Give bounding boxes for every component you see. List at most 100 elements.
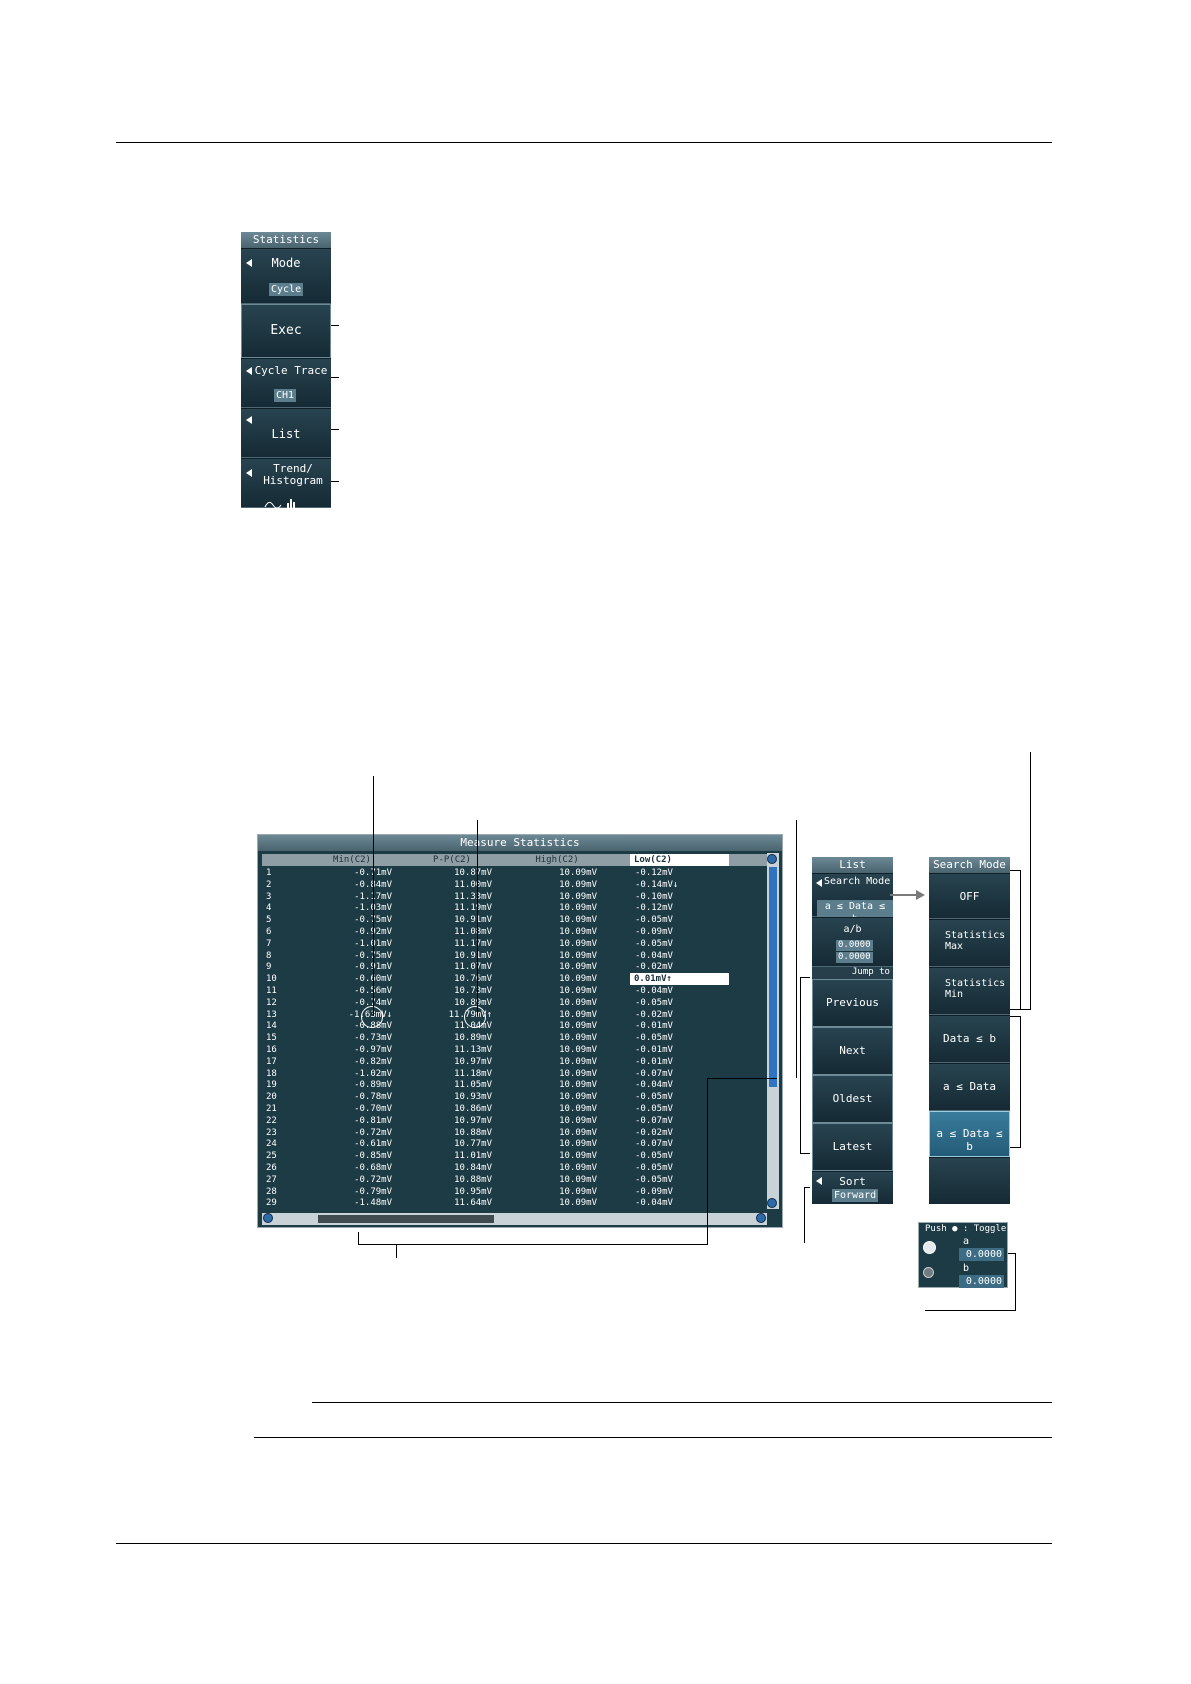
table-cell: -0.04mV <box>635 950 673 961</box>
bracket <box>1010 1009 1020 1010</box>
search-mode-data-le-b-button[interactable]: Data ≤ b <box>929 1015 1010 1063</box>
previous-label: Previous <box>826 996 879 1009</box>
table-cell: -0.10mV <box>635 891 673 902</box>
cycle-trace-button[interactable]: Cycle Trace CH1 <box>241 358 331 408</box>
table-cell: -0.68mV <box>354 1163 392 1173</box>
scroll-up-icon[interactable] <box>767 854 777 864</box>
column-header-selected[interactable]: Low(C2) <box>630 854 729 866</box>
table-cell: -0.12mV <box>635 868 673 878</box>
callout-line <box>925 1310 1016 1311</box>
callout-tick <box>331 481 339 482</box>
table-cell: -0.05mV <box>635 1151 673 1162</box>
row-index: 14 <box>266 1021 277 1032</box>
oldest-button[interactable]: Oldest <box>812 1075 893 1123</box>
radio-b-icon[interactable] <box>923 1267 934 1278</box>
table-cell: -1.03mV <box>312 902 392 914</box>
radio-a-icon[interactable] <box>923 1241 936 1254</box>
list-menu-title: List <box>812 857 893 873</box>
table-cell: -0.71mV <box>312 867 392 879</box>
mode-button[interactable]: Mode Cycle <box>241 248 331 304</box>
scroll-right-icon[interactable] <box>756 1213 766 1223</box>
search-mode-off-button[interactable]: OFF <box>929 873 1010 919</box>
table-cell: -0.04mV <box>635 986 673 996</box>
search-mode-stat-max-button[interactable]: Statistics Max <box>929 919 1010 967</box>
horizontal-scroll-thumb[interactable] <box>318 1215 494 1223</box>
table-cell: -0.72mV <box>354 1174 392 1185</box>
mode-label: Mode <box>271 256 301 270</box>
bracket <box>1010 1016 1020 1017</box>
search-mode-button[interactable]: Search Mode a ≤ Data ≤ b <box>812 873 893 926</box>
scroll-left-icon[interactable] <box>263 1213 273 1223</box>
callout-tick <box>331 429 339 430</box>
previous-button[interactable]: Previous <box>812 979 893 1027</box>
vertical-scroll-thumb[interactable] <box>769 867 777 1087</box>
table-cell: -0.05mV <box>635 1163 673 1173</box>
list-label: List <box>271 427 301 441</box>
search-mode-a-le-data-button[interactable]: a ≤ Data <box>929 1063 1010 1111</box>
bracket <box>800 977 810 978</box>
next-button[interactable]: Next <box>812 1027 893 1075</box>
ab-button[interactable]: a/b 0.0000 0.0000 <box>812 917 893 967</box>
table-cell: 10.86mV <box>454 1104 492 1114</box>
search-mode-stat-min-button[interactable]: Statistics Min <box>929 967 1010 1015</box>
vertical-scrollbar[interactable] <box>767 853 779 1209</box>
table-cell: 10.95mV <box>454 1186 492 1197</box>
search-mode-a-le-data-le-b-button[interactable]: a ≤ Data ≤ b <box>929 1111 1010 1157</box>
table-cell: -0.04mV <box>635 1198 673 1209</box>
exec-button[interactable]: Exec <box>241 304 331 358</box>
toggle-a-value[interactable]: 0.0000 <box>959 1248 1004 1261</box>
trend-histogram-icon <box>264 499 295 509</box>
column-header[interactable]: P-P(C2) <box>433 855 471 865</box>
table-cell: -0.09mV <box>635 927 673 937</box>
table-cell: 11.00mV <box>454 879 492 890</box>
toggle-header: Push ● : Toggle <box>925 1224 1007 1234</box>
table-cell: 10.09mV <box>559 1021 597 1032</box>
column-header[interactable]: High(C2) <box>535 855 579 865</box>
table-row[interactable]: 13-1.63mV↓11.79mV↑10.09mV-0.02mV <box>262 1009 767 1021</box>
row-index: 10 <box>266 974 277 985</box>
table-cell: 11.01mV <box>454 1151 492 1162</box>
horizontal-scrollbar[interactable] <box>262 1213 767 1225</box>
column-header[interactable]: Min(C2) <box>333 855 371 865</box>
callout-line <box>358 1244 708 1245</box>
sort-value: Forward <box>832 1189 879 1202</box>
table-title: Measure Statistics <box>258 835 782 851</box>
table-cell: -0.75mV <box>312 950 392 962</box>
list-button[interactable]: List <box>241 408 331 458</box>
scroll-down-icon[interactable] <box>767 1198 777 1208</box>
latest-button[interactable]: Latest <box>812 1123 893 1171</box>
trend-histogram-button[interactable]: Trend/ Histogram <box>241 458 331 509</box>
table-cell: 10.77mV <box>454 1139 492 1150</box>
trend-label-1: Trend/ <box>273 462 313 475</box>
table-cell: 11.18mV <box>454 1068 492 1079</box>
toggle-b-value[interactable]: 0.0000 <box>959 1275 1004 1288</box>
